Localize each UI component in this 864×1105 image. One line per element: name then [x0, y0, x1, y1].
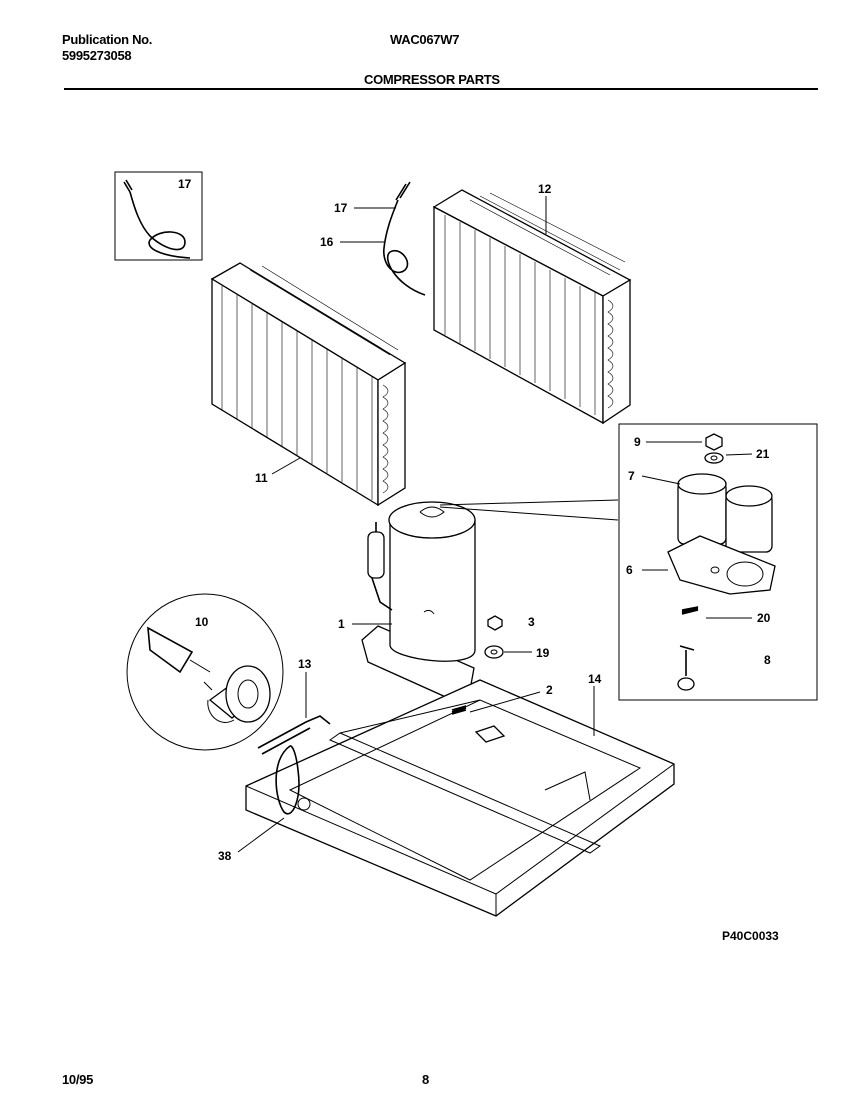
callout-11: 11 — [255, 471, 268, 485]
callout-13: 13 — [298, 657, 312, 671]
callout-10: 10 — [195, 615, 209, 629]
capillary-tube — [383, 181, 426, 296]
callout-14: 14 — [588, 672, 602, 686]
callout-21: 21 — [756, 447, 770, 461]
callout-3: 3 — [528, 615, 535, 629]
base-pan — [245, 679, 675, 917]
model-number: WAC067W7 — [390, 32, 460, 47]
callout-17: 17 — [334, 201, 348, 215]
callout-9: 9 — [634, 435, 641, 449]
callout-17-inset: 17 — [178, 177, 192, 191]
callout-2: 2 — [546, 683, 553, 697]
footer-page-number: 8 — [422, 1072, 429, 1087]
capacitor-inset — [618, 423, 818, 701]
terminal-cover-inset — [126, 593, 284, 751]
callout-16: 16 — [320, 235, 334, 249]
capillary-tube-inset — [114, 171, 203, 261]
drawing-code: P40C0033 — [722, 929, 779, 943]
evaporator-coil — [210, 262, 407, 507]
callout-19: 19 — [536, 646, 550, 660]
callout-1: 1 — [338, 617, 345, 631]
callout-20: 20 — [757, 611, 771, 625]
callout-38: 38 — [218, 849, 232, 863]
compressor — [361, 501, 504, 699]
publication-number: 5995273058 — [62, 48, 132, 63]
drain-tube — [257, 715, 331, 815]
callout-12: 12 — [538, 182, 552, 196]
publication-label: Publication No. — [62, 32, 153, 47]
footer-date: 10/95 — [62, 1072, 94, 1087]
section-title: COMPRESSOR PARTS — [364, 72, 500, 87]
header-rule — [64, 88, 818, 90]
leader-lines — [237, 196, 753, 853]
condenser-coil — [432, 189, 632, 425]
callouts: 17 17 16 12 11 9 21 7 6 20 8 1 3 19 2 14… — [178, 177, 771, 863]
callout-7: 7 — [628, 469, 635, 483]
callout-8: 8 — [764, 653, 771, 667]
callout-6: 6 — [626, 563, 633, 577]
